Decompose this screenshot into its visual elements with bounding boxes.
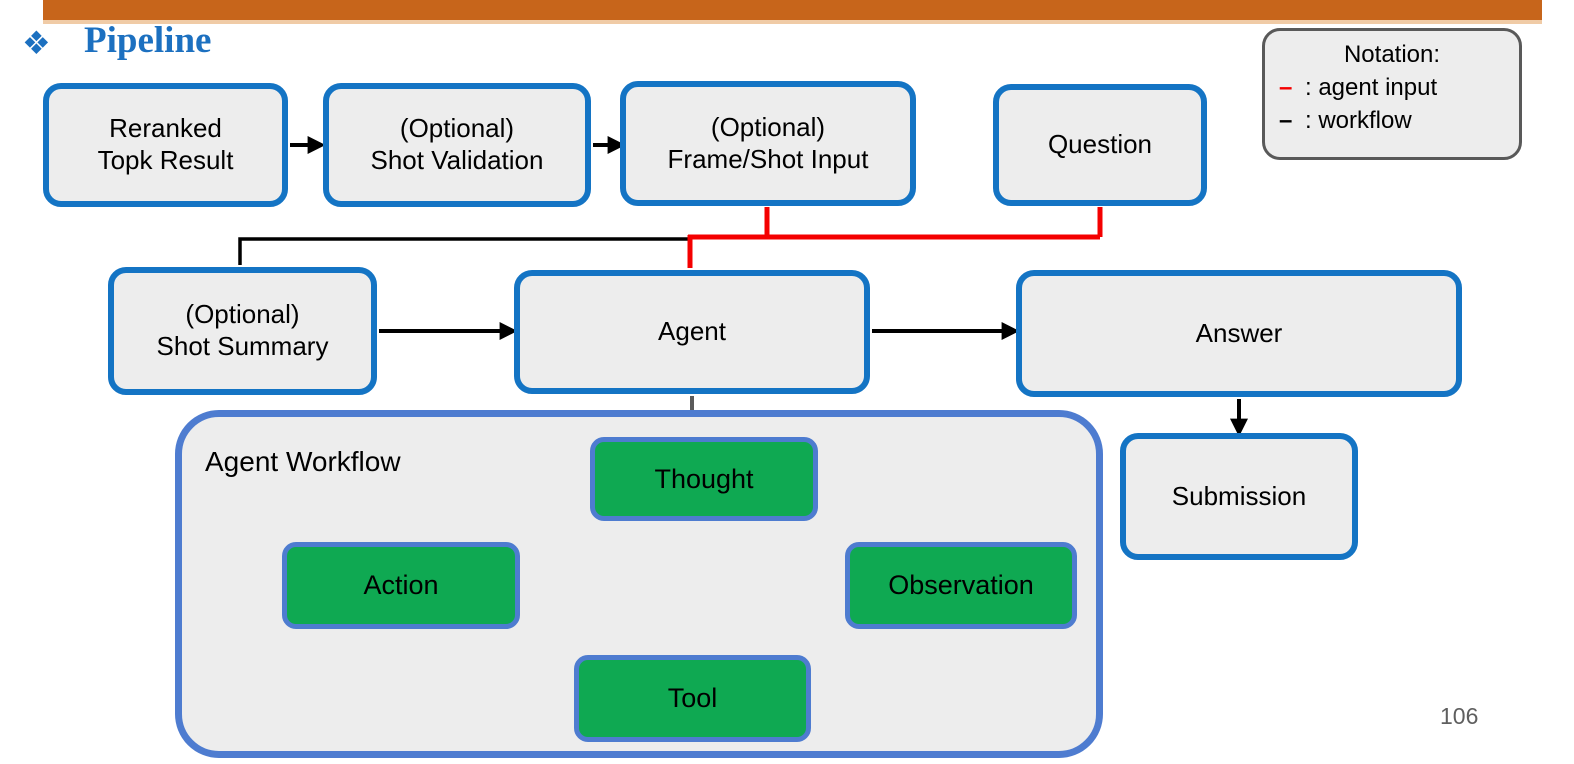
node-label-line2: Frame/Shot Input: [667, 143, 869, 174]
node-label-line1: (Optional): [399, 113, 515, 144]
workflow-node-tool: Tool: [574, 655, 811, 742]
page-title: Pipeline: [84, 20, 212, 61]
page-number: 106: [1440, 703, 1479, 729]
legend-item-agent-input: – : agent input: [1265, 71, 1519, 104]
node-answer: Answer: [1016, 270, 1462, 397]
legend-item-workflow: – : workflow: [1265, 104, 1519, 137]
legend-title: Notation:: [1343, 41, 1441, 68]
step-label: Thought: [654, 463, 754, 494]
node-label-line1: (Optional): [185, 299, 300, 330]
red-dash-icon: –: [1279, 74, 1293, 102]
legend-box: Notation: – : agent input – : workflow: [1262, 28, 1522, 160]
node-label: Agent: [658, 316, 726, 347]
node-label: Answer: [1195, 317, 1283, 348]
workflow-node-observation: Observation: [845, 542, 1077, 629]
step-label: Action: [363, 570, 439, 600]
node-agent: Agent: [514, 270, 870, 394]
node-submission: Submission: [1120, 433, 1358, 560]
workflow-node-action: Action: [282, 542, 520, 629]
workflow-node-thought: Thought: [590, 437, 818, 521]
line-junction-to-summary: [238, 237, 690, 265]
node-reranked-topk-result: Reranked Topk Result: [43, 83, 288, 207]
step-label: Tool: [667, 683, 718, 713]
legend-item-label: : agent input: [1305, 74, 1438, 102]
node-label-line1: (Optional): [710, 111, 826, 142]
step-label: Observation: [888, 570, 1034, 600]
node-label-line2: Topk Result: [97, 145, 234, 175]
node-label-line2: Shot Summary: [156, 331, 329, 361]
diamond-bullet-icon: ❖: [22, 25, 51, 61]
legend-item-label: : workflow: [1305, 107, 1412, 135]
node-shot-validation: (Optional) Shot Validation: [323, 83, 591, 207]
agent-workflow-label: Agent Workflow: [205, 446, 401, 477]
accent-bar: [43, 0, 1542, 20]
node-frame-shot-input: (Optional) Frame/Shot Input: [620, 81, 916, 206]
node-label-line2: Shot Validation: [370, 145, 544, 175]
node-shot-summary: (Optional) Shot Summary: [108, 267, 377, 395]
node-label: Question: [1047, 129, 1153, 160]
accent-bar-highlight: [43, 20, 1542, 24]
node-label: Submission: [1171, 480, 1307, 511]
node-label-line1: Reranked: [109, 113, 222, 144]
black-dash-icon: –: [1279, 107, 1293, 135]
node-question: Question: [993, 84, 1207, 206]
